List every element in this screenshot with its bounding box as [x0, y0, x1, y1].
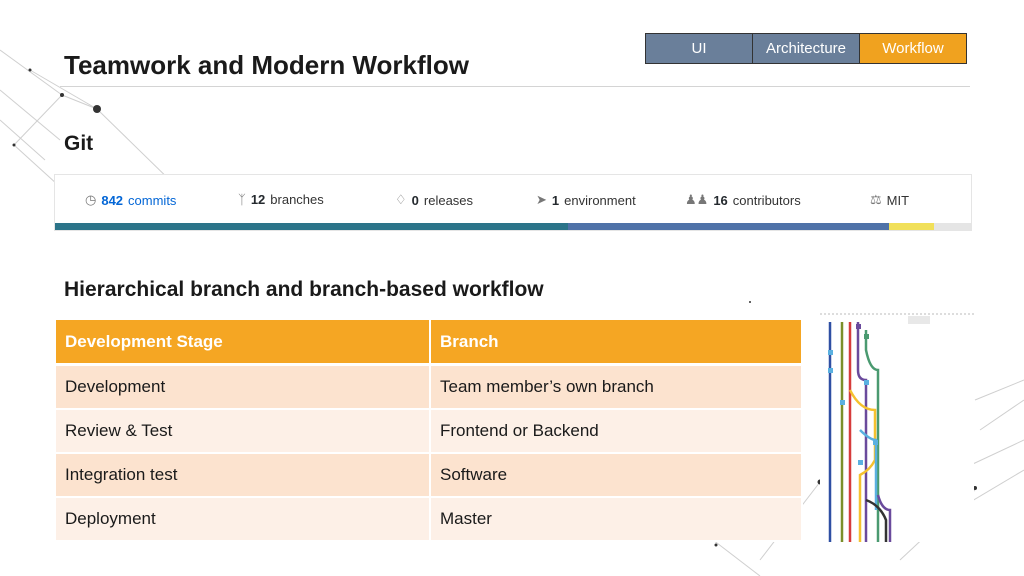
- releases-stat[interactable]: ♢ 0 releases: [395, 192, 474, 208]
- stage-cell: Deployment: [56, 497, 431, 542]
- table-row: Review & Test Frontend or Backend: [56, 409, 803, 454]
- table-row: Deployment Master: [56, 497, 803, 542]
- contributors-stat[interactable]: ♟♟ 16 contributors: [685, 192, 801, 208]
- stage-cell: Review & Test: [56, 409, 431, 454]
- commits-stat[interactable]: ◷ 842 commits: [85, 192, 177, 208]
- branch-cell: Master: [430, 497, 803, 542]
- stage-cell: Integration test: [56, 453, 431, 498]
- tab-architecture[interactable]: Architecture: [752, 34, 859, 63]
- section-nav: UI Architecture Workflow: [645, 33, 967, 64]
- language-bar-segment: [55, 223, 568, 230]
- language-bar-segment: [888, 223, 935, 230]
- tag-icon: ♢: [395, 192, 407, 207]
- stage-cell: Development: [56, 364, 431, 410]
- environment-stat[interactable]: ➤ 1 environment: [536, 192, 636, 208]
- tab-workflow[interactable]: Workflow: [859, 34, 966, 63]
- license-stat[interactable]: ⚖ MIT: [870, 192, 910, 208]
- git-section-title: Git: [64, 132, 94, 155]
- table-row: Integration test Software: [56, 453, 803, 498]
- tab-ui[interactable]: UI: [646, 34, 752, 63]
- github-repo-summary: ◷ 842 commits ᛉ 12 branches ♢ 0 releases…: [54, 174, 972, 231]
- table-header-row: Development Stage Branch: [56, 320, 803, 366]
- workflow-table: Development Stage Branch Development Tea…: [56, 320, 803, 542]
- table-row: Development Team member’s own branch: [56, 364, 803, 410]
- language-bar-segment: [567, 223, 889, 230]
- workflow-title: Hierarchical branch and branch-based wor…: [64, 278, 544, 301]
- language-bar-segment: [934, 223, 971, 230]
- contributors-icon: ♟♟: [685, 192, 709, 207]
- commits-icon: ◷: [85, 192, 97, 207]
- law-icon: ⚖: [870, 192, 882, 207]
- column-header: Branch: [430, 320, 803, 366]
- branch-icon: ᛉ: [238, 192, 246, 207]
- branch-cell: Team member’s own branch: [430, 364, 803, 410]
- branch-cell: Frontend or Backend: [430, 409, 803, 454]
- git-branch-graph-image: [820, 310, 974, 542]
- title-divider: [60, 86, 970, 87]
- page-title: Teamwork and Modern Workflow: [64, 50, 469, 80]
- branch-cell: Software: [430, 453, 803, 498]
- rocket-icon: ➤: [536, 192, 547, 207]
- language-bar: [55, 223, 971, 230]
- column-header: Development Stage: [56, 320, 431, 366]
- branches-stat[interactable]: ᛉ 12 branches: [238, 192, 324, 207]
